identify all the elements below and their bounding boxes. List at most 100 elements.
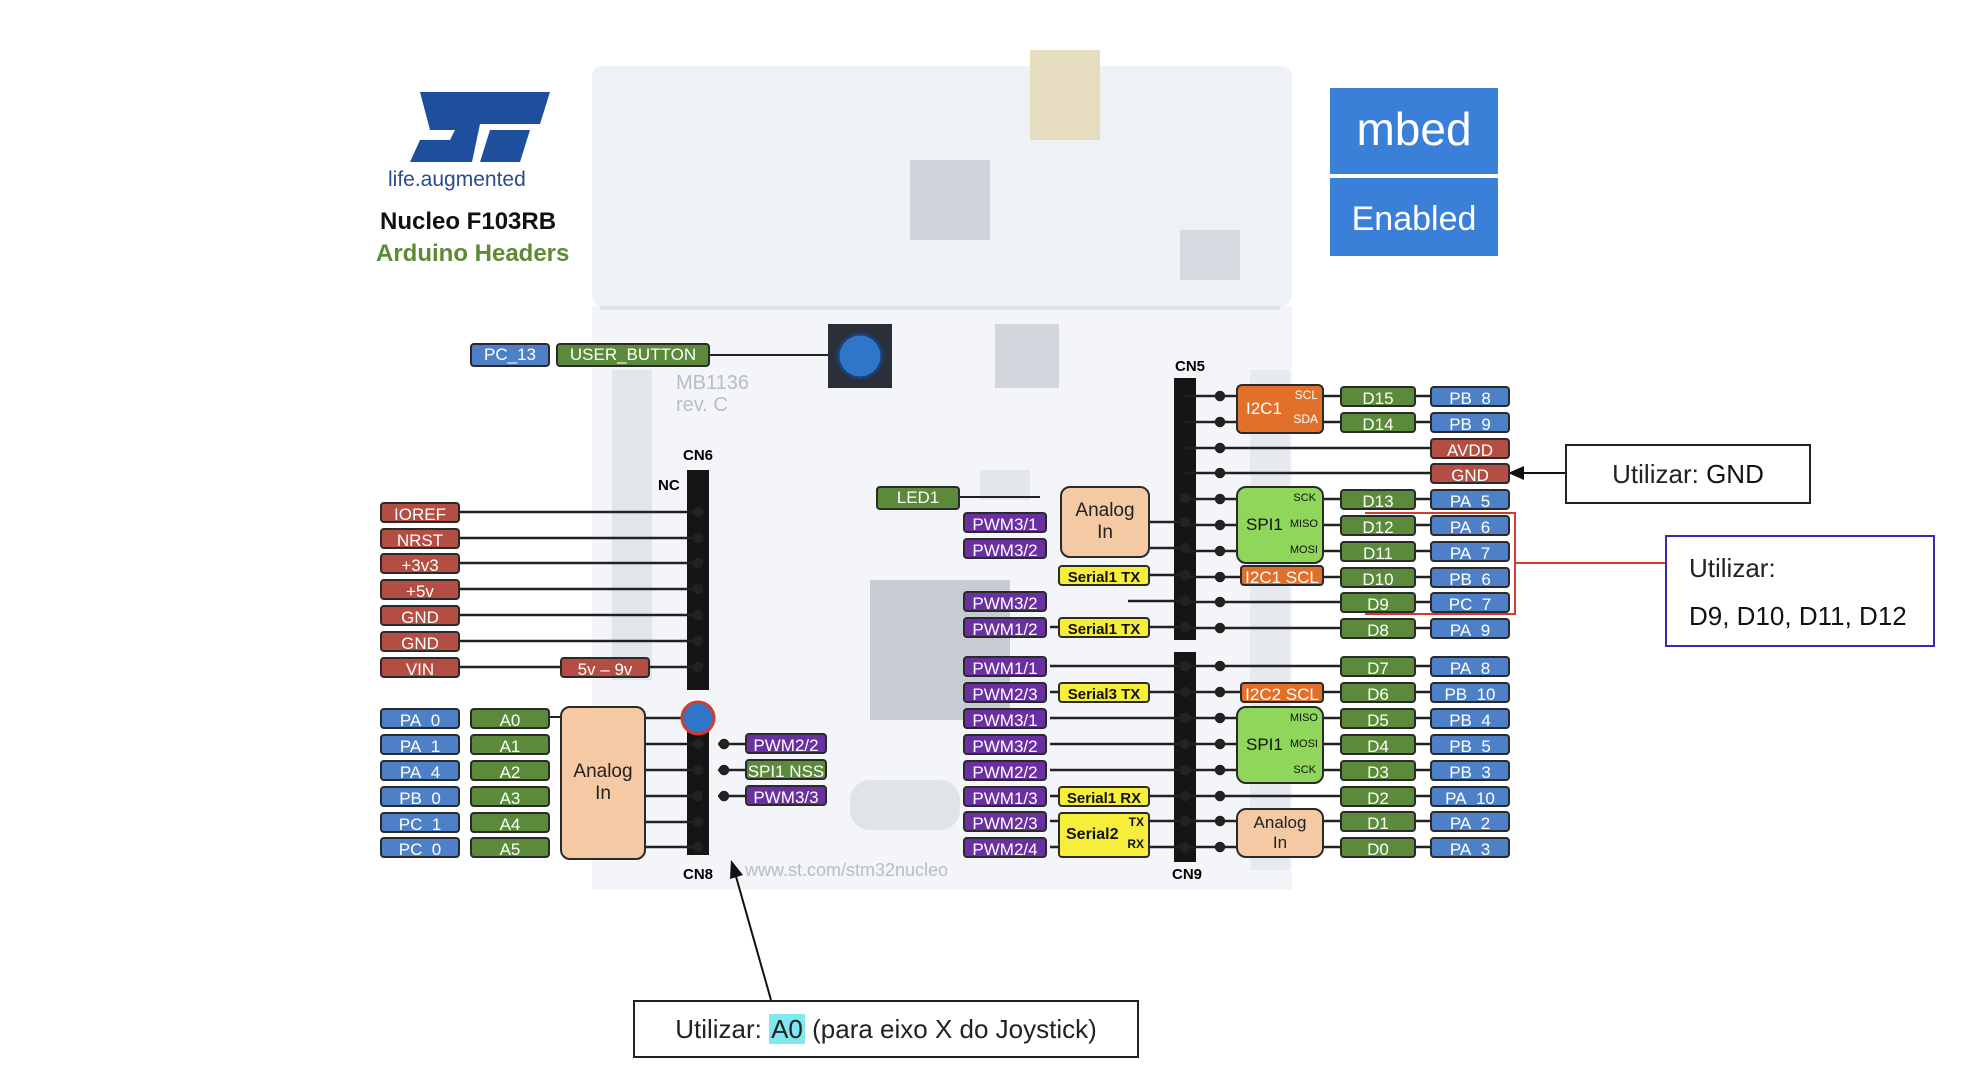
cn9-pwm-label: PWM2/3 bbox=[963, 682, 1047, 703]
cn6-pin-label: +3v3 bbox=[380, 553, 460, 574]
cn8-analog-label: A0 bbox=[470, 708, 550, 729]
cn8-analog-in-group: Analog In bbox=[560, 706, 646, 860]
cn9-port-label: PB_5 bbox=[1430, 734, 1510, 755]
a0-callout-suffix: (para eixo X do Joystick) bbox=[804, 1014, 1097, 1044]
led1-label: LED1 bbox=[876, 486, 960, 510]
cn9-port-label: PA_8 bbox=[1430, 656, 1510, 677]
cn5-port-label: PA_7 bbox=[1430, 541, 1510, 562]
cn9-pwm-label: PWM2/4 bbox=[963, 837, 1047, 858]
cn6-pin-label: IOREF bbox=[380, 502, 460, 523]
cn9-port-label: PB_3 bbox=[1430, 760, 1510, 781]
digital-pins-callout-title: Utilizar: bbox=[1689, 553, 1776, 583]
cn9-mosi-label: MOSI bbox=[1289, 738, 1318, 750]
gnd-callout: Utilizar: GND bbox=[1565, 444, 1811, 504]
cn5-port-label: PA_9 bbox=[1430, 618, 1510, 639]
cn6-pin-label: VIN bbox=[380, 657, 460, 678]
board-model: MB1136 bbox=[676, 372, 750, 394]
cn9-pwm-label: PWM2/3 bbox=[963, 811, 1047, 832]
st-tagline: life.augmented bbox=[388, 168, 526, 191]
cn5-mosi-label: MOSI bbox=[1289, 544, 1318, 556]
cn5-port-label: PB_9 bbox=[1430, 412, 1510, 433]
cn9-pwm-label: PWM3/2 bbox=[963, 734, 1047, 755]
cn9-serial2-group: Serial2 TX RX bbox=[1058, 812, 1150, 858]
mbed-logo-top: mbed bbox=[1356, 103, 1472, 155]
digital-pins-callout-value: D9, D10, D11, D12 bbox=[1689, 601, 1907, 631]
cn6-pin-label: GND bbox=[380, 631, 460, 652]
cn5-serial-label: Serial1 TX bbox=[1058, 617, 1150, 638]
cn9-port-label: PA_2 bbox=[1430, 811, 1510, 832]
cn5-i2c1-scl-label: I2C1 SCL bbox=[1240, 565, 1324, 586]
cn5-sda-label: SDA bbox=[1293, 412, 1318, 426]
vin-range-label: 5v – 9v bbox=[560, 657, 650, 678]
cn9-pwm-label: PWM1/3 bbox=[963, 786, 1047, 807]
cn8-extra-label: SPI1 NSS bbox=[745, 759, 827, 780]
cn8-port-label: PA_4 bbox=[380, 760, 460, 781]
cn5-port-label: PB_6 bbox=[1430, 567, 1510, 588]
cn9-digital-label: D0 bbox=[1340, 837, 1416, 858]
board-title: Nucleo F103RB bbox=[380, 208, 557, 235]
cn5-digital-label: D14 bbox=[1340, 412, 1416, 433]
cn9-sck-label: SCK bbox=[1293, 764, 1316, 776]
cn9-rx-label: RX bbox=[1127, 837, 1144, 851]
a0-callout-value: A0 bbox=[769, 1014, 805, 1044]
connector-cn6-label: CN6 bbox=[683, 447, 714, 464]
user-button-pin: PC_13 bbox=[470, 343, 550, 367]
board-url: www.st.com/stm32nucleo bbox=[745, 860, 949, 880]
cn9-analog-in-group: Analog In bbox=[1236, 808, 1324, 858]
cn8-extra-label: PWM3/3 bbox=[745, 785, 827, 806]
connector-cn8-label: CN8 bbox=[683, 866, 714, 883]
cn9-digital-label: D4 bbox=[1340, 734, 1416, 755]
cn5-miso-label: MISO bbox=[1289, 518, 1318, 530]
cn9-miso-label: MISO bbox=[1289, 712, 1318, 724]
cn9-pwm-label: PWM3/1 bbox=[963, 708, 1047, 729]
cn9-tx-label: TX bbox=[1128, 815, 1144, 829]
cn8-port-label: PB_0 bbox=[380, 786, 460, 807]
board-revision: rev. C bbox=[676, 394, 728, 416]
cn5-analog-in-group: Analog In bbox=[1060, 486, 1150, 558]
cn5-port-label: PA_5 bbox=[1430, 489, 1510, 510]
cn5-spi1-label: SPI1 bbox=[1246, 515, 1283, 534]
cn9-port-label: PA_10 bbox=[1430, 786, 1510, 807]
cn8-analog-label: A5 bbox=[470, 837, 550, 858]
cn5-port-label: PC_7 bbox=[1430, 592, 1510, 613]
cn9-port-label: PB_10 bbox=[1430, 682, 1510, 703]
cn8-port-label: PC_0 bbox=[380, 837, 460, 858]
mbed-logo: mbed Enabled bbox=[1330, 88, 1498, 256]
cn9-pwm-label: PWM2/2 bbox=[963, 760, 1047, 781]
cn9-port-label: PA_3 bbox=[1430, 837, 1510, 858]
cn5-digital-label: D8 bbox=[1340, 618, 1416, 639]
cn5-port-label: PA_6 bbox=[1430, 515, 1510, 536]
cn5-serial-label: Serial1 TX bbox=[1058, 565, 1150, 586]
cn5-pwm-label: PWM1/2 bbox=[963, 617, 1047, 638]
cn8-port-label: PA_0 bbox=[380, 708, 460, 729]
gnd-callout-value: GND bbox=[1706, 459, 1764, 489]
cn9-port-label: PB_4 bbox=[1430, 708, 1510, 729]
cn8-analog-label: A2 bbox=[470, 760, 550, 781]
cn5-scl-label: SCL bbox=[1294, 388, 1318, 402]
cn5-pwm-label: PWM3/1 bbox=[963, 512, 1047, 533]
cn5-digital-label: D11 bbox=[1340, 541, 1416, 562]
user-button-label: USER_BUTTON bbox=[556, 343, 710, 367]
cn5-digital-label: D10 bbox=[1340, 567, 1416, 588]
cn5-port-label: GND bbox=[1430, 463, 1510, 484]
cn9-spi1-group: SPI1 MISO MOSI SCK bbox=[1236, 706, 1324, 784]
board-subtitle: Arduino Headers bbox=[376, 240, 570, 267]
cn5-pwm-label: PWM3/2 bbox=[963, 538, 1047, 559]
cn9-pwm-label: PWM1/1 bbox=[963, 656, 1047, 677]
a0-callout-prefix: Utilizar: bbox=[675, 1014, 770, 1044]
cn9-digital-label: D2 bbox=[1340, 786, 1416, 807]
cn9-serial2-label: Serial2 bbox=[1066, 826, 1119, 843]
cn8-analog-label: A4 bbox=[470, 812, 550, 833]
mbed-logo-bottom: Enabled bbox=[1351, 200, 1477, 238]
cn5-digital-label: D12 bbox=[1340, 515, 1416, 536]
cn9-spi1-label: SPI1 bbox=[1246, 735, 1283, 754]
cn9-serial3-label: Serial3 TX bbox=[1058, 682, 1150, 703]
cn5-sck-label: SCK bbox=[1293, 492, 1316, 504]
cn9-digital-label: D5 bbox=[1340, 708, 1416, 729]
connector-cn9-label: CN9 bbox=[1172, 866, 1203, 883]
gnd-callout-prefix: Utilizar: bbox=[1612, 459, 1707, 489]
cn8-analog-label: A3 bbox=[470, 786, 550, 807]
cn8-extra-label: PWM2/2 bbox=[745, 733, 827, 754]
cn5-digital-label: D9 bbox=[1340, 592, 1416, 613]
